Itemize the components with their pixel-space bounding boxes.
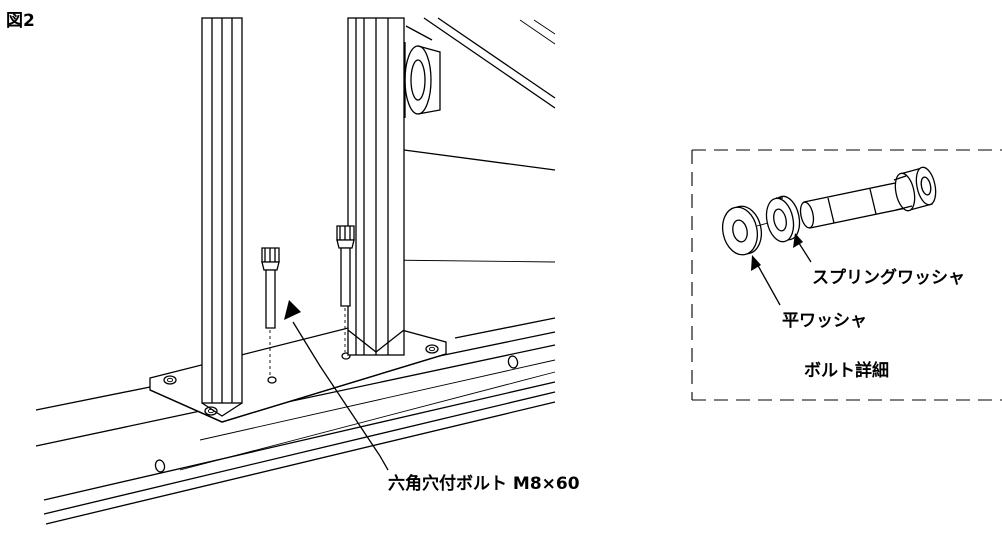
figure-label: 図2 (6, 11, 35, 31)
flat-washer-label: 平ワッシャ (782, 311, 867, 331)
bolt-right (336, 225, 355, 352)
bolt-callout: 六角穴付ボルト M8×60 (284, 300, 580, 494)
bolt-detail-title: ボルト詳細 (804, 360, 889, 381)
detail-bolt (799, 166, 937, 229)
spring-washer-label: スプリングワッシャ (812, 267, 965, 288)
right-column (347, 17, 405, 356)
base-rail (35, 259, 556, 525)
detail-spring-washer (765, 195, 801, 243)
left-column (201, 17, 243, 417)
roller-assembly (403, 17, 556, 171)
bolt-callout-label: 六角穴付ボルト M8×60 (388, 473, 580, 494)
bolt-detail-box: スプリングワッシャ 平ワッシャ ボルト詳細 (691, 149, 1002, 401)
bolt-left (261, 247, 280, 376)
detail-flat-washer (721, 205, 763, 256)
